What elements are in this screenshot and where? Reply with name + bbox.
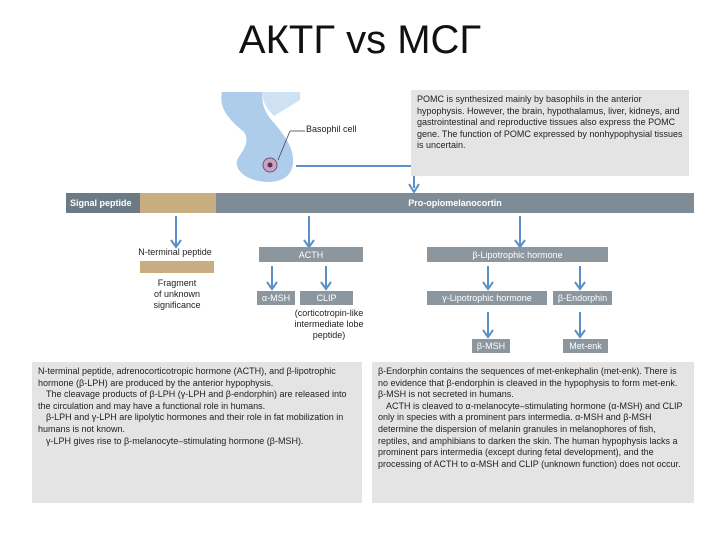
fragment-line-1: Fragment [157,278,197,288]
beta-endorphin-box: β-Endorphin [553,291,612,305]
n-terminal-segment [140,193,216,213]
beta-lph-box: β-Lipotrophic hormone [427,247,608,262]
slide-title: АКТГ vs МСГ [238,18,482,62]
n-terminal-fragment-bar [140,261,214,273]
note-left-2: The cleavage products of β-LPH (γ-LPH an… [38,389,347,411]
clip-note-line-2: intermediate lobe [294,319,364,329]
note-left-3: β-LPH and γ-LPH are lipolytic hormones a… [38,412,344,434]
fragment-note: Fragment of unknown significance [132,278,222,311]
pomc-synthesis-text: POMC is synthesized mainly by basophils … [417,94,683,151]
clip-note: (corticotropin-like intermediate lobe pe… [290,308,368,341]
note-right-2: ACTH is cleaved to α-melanocyte–stimulat… [378,400,683,469]
beta-msh-box: β-MSH [472,339,510,353]
fragment-line-2: of unknown [153,289,201,299]
endorphin-acth-note: β-Endorphin contains the sequences of me… [372,362,694,503]
met-enk-box: Met-enk [563,339,608,353]
signal-peptide-label: Signal peptide [70,198,132,208]
note-left-4: γ-LPH gives rise to β-melanocyte–stimula… [46,435,304,446]
hypophysis-illustration [221,92,294,182]
clip-note-line-1: (corticotropin-like [294,308,364,318]
clip-note-line-3: peptide) [312,330,346,340]
fragment-line-3: significance [153,300,201,310]
basophil-cell-label: Basophil cell [306,124,357,134]
pomc-label: Pro-opiomelanocortin [408,198,502,208]
note-left-1: N-terminal peptide, adrenocorticotropic … [38,366,336,388]
pomc-synthesis-note: POMC is synthesized mainly by basophils … [411,90,689,176]
acth-box: ACTH [259,247,363,262]
hypophysis-products-note: N-terminal peptide, adrenocorticotropic … [32,362,362,503]
pomc-segment: Pro-opiomelanocortin [216,193,694,213]
clip-box: CLIP [300,291,353,305]
alpha-msh-box: α-MSH [257,291,295,305]
n-terminal-peptide-label: N-terminal peptide [138,247,212,257]
note-right-1: β-Endorphin contains the sequences of me… [378,366,678,400]
signal-peptide-segment: Signal peptide [66,193,140,213]
gamma-lph-box: γ-Lipotrophic hormone [427,291,547,305]
